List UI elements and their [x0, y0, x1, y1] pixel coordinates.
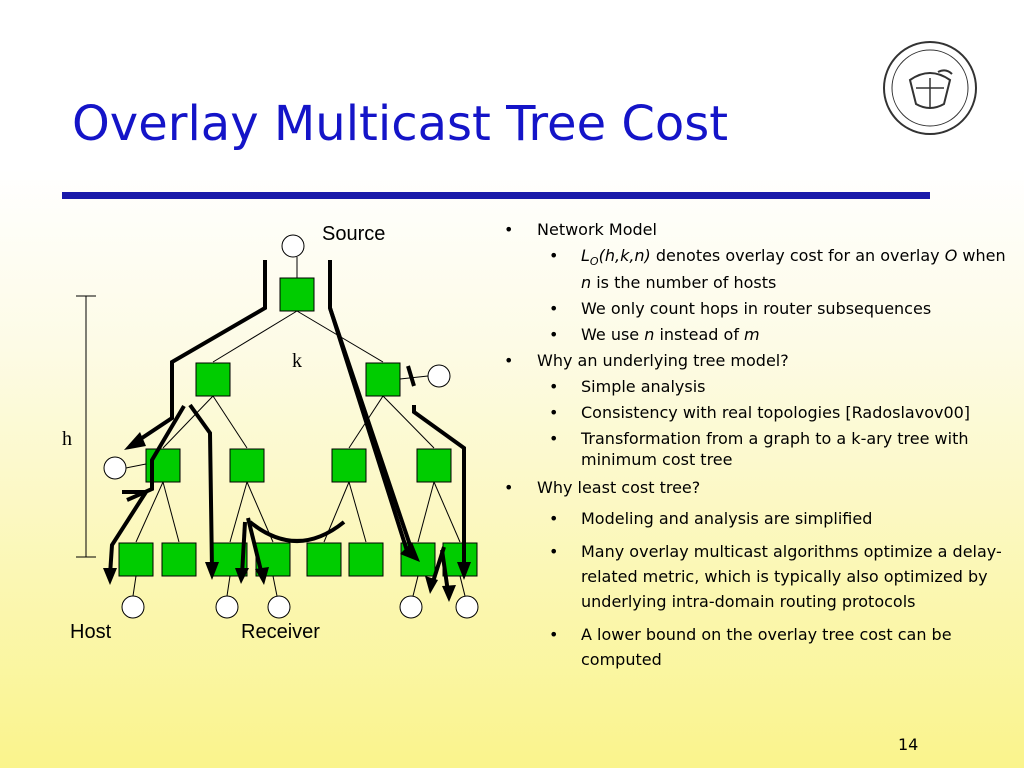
router-node	[255, 542, 291, 577]
sub-bullet-item: Many overlay multicast algorithms optimi…	[500, 539, 1020, 614]
router-node	[416, 448, 452, 483]
router-node	[229, 448, 265, 483]
sub-bullet-use-n: We use n instead of m	[500, 324, 1020, 345]
height-bracket	[76, 295, 96, 558]
receiver-node	[399, 595, 423, 619]
receiver-node	[215, 595, 239, 619]
router-node	[195, 362, 231, 397]
sub-bullet-item: A lower bound on the overlay tree cost c…	[500, 622, 1020, 672]
sub-bullet-overlay-cost: LO(h,k,n) denotes overlay cost for an ov…	[500, 245, 1020, 293]
receiver-label: Receiver	[241, 621, 320, 643]
host-node	[121, 595, 145, 619]
slide-title: Overlay Multicast Tree Cost	[72, 96, 729, 152]
title-divider	[62, 192, 930, 199]
sub-bullet-item: Consistency with real topologies [Radosl…	[500, 402, 1020, 423]
router-node	[279, 277, 315, 312]
host-node	[427, 364, 451, 388]
sub-bullet-item: Transformation from a graph to a k-ary t…	[500, 428, 1020, 470]
host-label: Host	[70, 621, 112, 643]
bullet-why-least: Why least cost tree?	[500, 478, 1020, 498]
sub-bullet-hops: We only count hops in router subsequence…	[500, 298, 1020, 319]
page-number: 14	[898, 735, 919, 754]
receiver-node	[267, 595, 291, 619]
source-label: Source	[322, 223, 385, 245]
bullet-list: Network Model LO(h,k,n) denotes overlay …	[500, 218, 1020, 672]
bullet-network-model: Network Model	[500, 220, 1020, 240]
router-node	[442, 542, 478, 577]
source-host	[281, 234, 305, 258]
university-seal-icon	[883, 41, 977, 135]
bullet-why-tree: Why an underlying tree model?	[500, 351, 1020, 371]
host-node	[103, 456, 127, 480]
router-node	[348, 542, 384, 577]
height-label: h	[62, 428, 72, 450]
overlay-tree-diagram: Source k h Host Receiver	[62, 223, 479, 643]
router-node	[365, 362, 401, 397]
router-node	[161, 542, 197, 577]
sub-bullet-item: Simple analysis	[500, 376, 1020, 397]
router-node	[306, 542, 342, 577]
receiver-node	[455, 595, 479, 619]
router-node	[331, 448, 367, 483]
branching-factor-label: k	[292, 350, 302, 372]
sub-bullet-item: Modeling and analysis are simplified	[500, 506, 1020, 531]
overlay-paths	[103, 260, 471, 602]
router-node	[118, 542, 154, 577]
